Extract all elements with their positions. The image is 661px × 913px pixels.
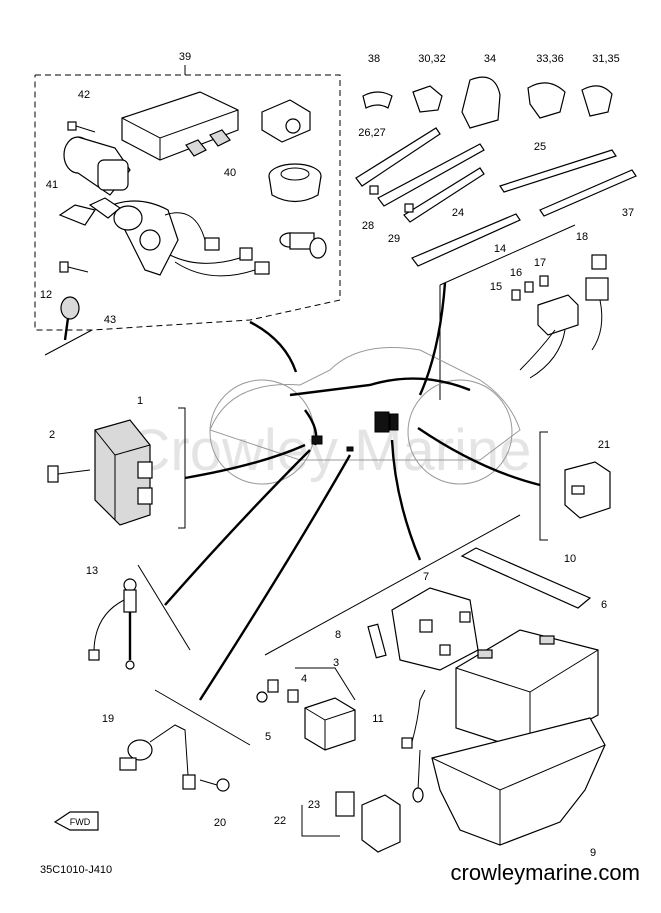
clip-38 (362, 91, 393, 109)
callout-numbers: 1 2 3 4 5 7 8 9 10 11 12 13 14 15 16 17 … (40, 51, 634, 859)
callout-label: 29 (388, 233, 400, 245)
main-switch-assembly (63, 136, 270, 277)
watermark: Crowley Marine (129, 418, 532, 483)
clip-31-35 (581, 85, 613, 117)
clip-33-36 (527, 82, 566, 119)
neutral-switch-13 (88, 578, 137, 670)
screw-42 (67, 121, 96, 133)
callout-label: 5 (265, 731, 271, 743)
motorcycle-outline (209, 347, 521, 485)
callout-label: 21 (598, 439, 610, 451)
callout-label: 26,27 (358, 127, 386, 139)
callout-label: 6 (601, 599, 607, 611)
diagram-code: 35C1010-J410 (40, 864, 112, 876)
callout-label: 10 (564, 553, 576, 565)
ecu-unit (121, 91, 239, 161)
battery-band (460, 547, 592, 609)
ecu-key-assembly-group (34, 65, 341, 356)
blank-key-43 (60, 296, 80, 341)
callout-label: 31,35 (592, 53, 620, 65)
leader-lines (164, 282, 541, 701)
callout-label: 16 (510, 267, 522, 279)
relay-22 (301, 791, 401, 853)
callout-label: 4 (301, 673, 307, 685)
callout-label: 33,36 (536, 53, 564, 65)
sensor-19 (119, 724, 230, 792)
battery-case (431, 717, 606, 846)
negative-cable (401, 689, 426, 803)
callout-label: 3 (333, 657, 339, 669)
callout-label: 30,32 (418, 53, 446, 65)
callout-label: 23 (308, 799, 320, 811)
callout-label: 19 (102, 713, 114, 725)
cable-ties (355, 127, 637, 267)
callout-label: 9 (590, 847, 596, 859)
band-34 (461, 76, 501, 129)
callout-label: 7 (423, 571, 429, 583)
sensor-small (261, 99, 311, 143)
callout-label: 8 (335, 629, 341, 641)
relay-21 (564, 461, 611, 519)
callout-label: 13 (86, 565, 98, 577)
callout-label: 41 (46, 179, 58, 191)
callout-label: 43 (104, 314, 116, 326)
callout-label: 42 (78, 89, 90, 101)
fuel-cap (268, 163, 322, 203)
callout-label: 40 (224, 167, 236, 179)
rectifier-regulator (47, 419, 153, 526)
fuse-box-group (439, 224, 609, 400)
battery (455, 629, 599, 753)
callout-label: 39 (179, 51, 191, 63)
callout-label: 38 (368, 53, 380, 65)
clip-30-32 (412, 85, 443, 113)
fwd-arrow-icon: FWD (53, 811, 99, 831)
starter-relay (256, 667, 356, 751)
callout-label: 22 (274, 815, 286, 827)
key-pair (58, 197, 122, 226)
callout-label: 11 (372, 713, 383, 725)
callout-label: 17 (534, 257, 546, 269)
lock-cylinder (279, 232, 327, 259)
callout-label: 18 (576, 231, 588, 243)
screw-12 (59, 261, 89, 273)
callout-label: 37 (622, 207, 634, 219)
bracket-lines (137, 407, 548, 746)
callout-label: 15 (490, 281, 502, 293)
callout-label: 28 (362, 220, 374, 232)
callout-label: 20 (214, 817, 226, 829)
callout-label: 25 (534, 141, 546, 153)
callout-label: 1 (137, 395, 143, 407)
callout-label: 2 (49, 429, 55, 441)
battery-bracket (367, 587, 479, 671)
fwd-label: FWD (70, 817, 91, 827)
callout-label: 24 (452, 207, 464, 219)
callout-label: 34 (484, 53, 496, 65)
callout-label: 12 (40, 289, 52, 301)
callout-label: 14 (494, 243, 506, 255)
website-label: crowleymarine.com (451, 860, 641, 885)
